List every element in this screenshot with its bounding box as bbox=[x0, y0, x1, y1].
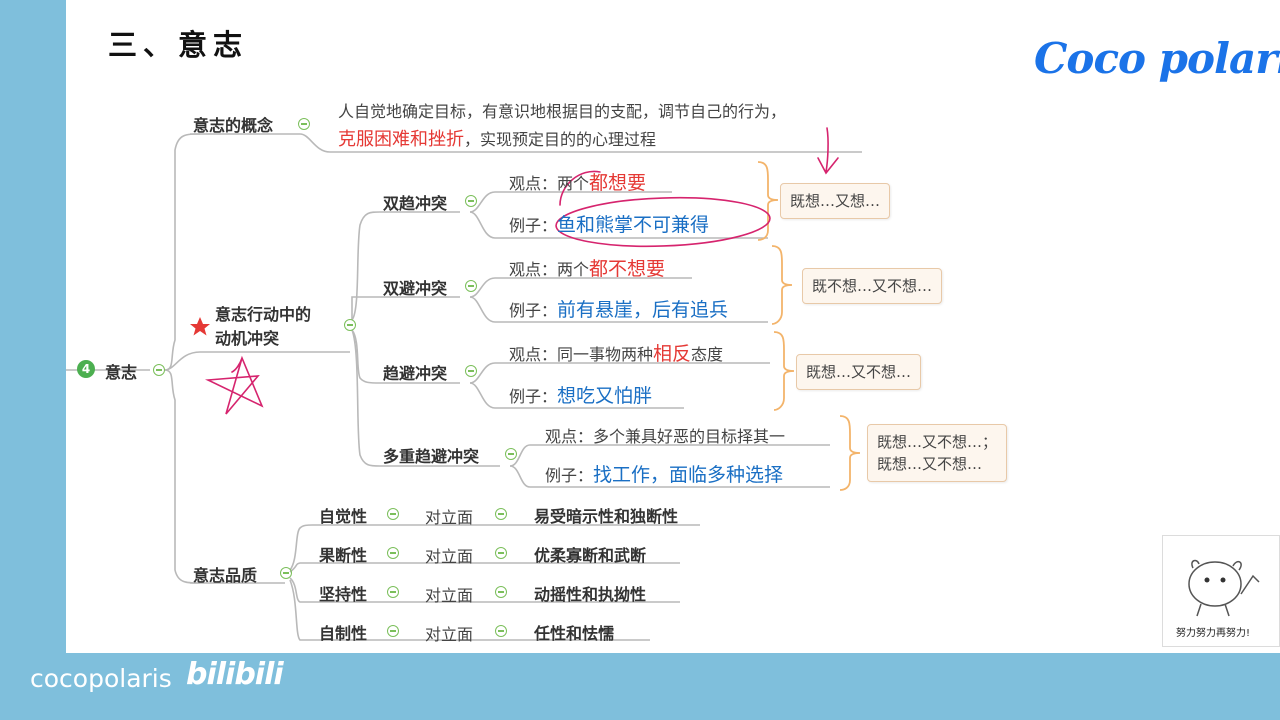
collapse-icon[interactable] bbox=[495, 508, 507, 520]
conflict-example: 例子：想吃又怕胖 bbox=[509, 385, 653, 407]
root-number-badge: 4 bbox=[77, 360, 95, 378]
quality-trait: 果断性 bbox=[319, 546, 368, 565]
conflict-viewpoint: 观点：两个都不想要 bbox=[509, 258, 666, 280]
conflict-type-node: 双趋冲突 bbox=[383, 194, 448, 213]
conflict-summary-box: 既想…又想… bbox=[780, 183, 891, 219]
collapse-icon[interactable] bbox=[465, 280, 477, 292]
collapse-icon[interactable] bbox=[153, 364, 165, 376]
collapse-icon[interactable] bbox=[495, 625, 507, 637]
conflict-viewpoint: 观点：同一事物两种相反态度 bbox=[509, 343, 724, 365]
opposite-label: 对立面 bbox=[425, 625, 474, 644]
concept-node: 意志的概念 bbox=[193, 116, 274, 135]
quality-opposite: 动摇性和执拗性 bbox=[534, 585, 647, 604]
conflict-summary-box: 既想…又不想… bbox=[796, 354, 922, 390]
collapse-icon[interactable] bbox=[298, 118, 310, 130]
conflict-type-node: 多重趋避冲突 bbox=[383, 447, 480, 466]
conflict-example: 例子：找工作，面临多种选择 bbox=[545, 464, 784, 486]
watermark-logo: Coco polaris bbox=[1034, 34, 1280, 83]
collapse-icon[interactable] bbox=[387, 547, 399, 559]
opposite-label: 对立面 bbox=[425, 547, 474, 566]
conflict-viewpoint: 观点：两个都想要 bbox=[509, 172, 647, 194]
quality-opposite: 易受暗示性和独断性 bbox=[534, 507, 679, 526]
opposite-label: 对立面 bbox=[425, 586, 474, 605]
quality-trait: 坚持性 bbox=[319, 585, 368, 604]
footer-brand: cocopolaris bbox=[30, 664, 172, 693]
summary-line: 既想…又不想… bbox=[877, 455, 983, 473]
collapse-icon[interactable] bbox=[465, 195, 477, 207]
root-node: 意志 bbox=[105, 363, 138, 382]
collapse-icon[interactable] bbox=[387, 625, 399, 637]
concept-highlight: 克服困难和挫折 bbox=[338, 129, 464, 150]
conflict-node-line1: 意志行动中的 bbox=[215, 305, 312, 324]
summary-line: 既想…又不想…； bbox=[877, 433, 998, 451]
conflict-type-node: 双避冲突 bbox=[383, 279, 448, 298]
collapse-icon[interactable] bbox=[505, 448, 517, 460]
conflict-viewpoint: 观点：多个兼具好恶的目标择其一 bbox=[545, 427, 786, 446]
hamster-icon bbox=[1188, 559, 1260, 617]
collapse-icon[interactable] bbox=[387, 586, 399, 598]
quality-trait: 自觉性 bbox=[319, 507, 368, 526]
sticker-caption: 努力努力再努力! bbox=[1176, 628, 1251, 639]
collapse-icon[interactable] bbox=[495, 586, 507, 598]
star-icon bbox=[190, 317, 210, 336]
collapse-icon[interactable] bbox=[495, 547, 507, 559]
conflict-summary-box: 既想…又不想…； 既想…又不想… bbox=[867, 424, 1008, 482]
quality-trait: 自制性 bbox=[319, 624, 368, 643]
slide-canvas bbox=[66, 0, 1280, 653]
conflict-node: 意志行动中的 动机冲突 bbox=[215, 303, 311, 351]
collapse-icon[interactable] bbox=[344, 319, 356, 331]
collapse-icon[interactable] bbox=[280, 567, 292, 579]
conflict-example: 例子：前有悬崖，后有追兵 bbox=[509, 299, 729, 321]
bilibili-logo: bilibili bbox=[186, 657, 284, 692]
concept-definition-line1: 人自觉地确定目标，有意识地根据目的支配，调节自己的行为， bbox=[338, 102, 787, 121]
quality-opposite: 任性和怯懦 bbox=[534, 624, 615, 643]
slide-title: 三、意志 bbox=[108, 28, 249, 62]
concept-definition-line2: ，实现预定目的的心理过程 bbox=[464, 130, 657, 149]
conflict-type-node: 趋避冲突 bbox=[383, 364, 448, 383]
conflict-node-line2: 动机冲突 bbox=[215, 329, 280, 348]
collapse-icon[interactable] bbox=[387, 508, 399, 520]
quality-node: 意志品质 bbox=[193, 566, 258, 585]
conflict-example: 例子：鱼和熊掌不可兼得 bbox=[509, 214, 710, 236]
conflict-summary-box: 既不想…又不想… bbox=[802, 268, 943, 304]
opposite-label: 对立面 bbox=[425, 508, 474, 527]
quality-opposite: 优柔寡断和武断 bbox=[534, 546, 647, 565]
collapse-icon[interactable] bbox=[465, 365, 477, 377]
